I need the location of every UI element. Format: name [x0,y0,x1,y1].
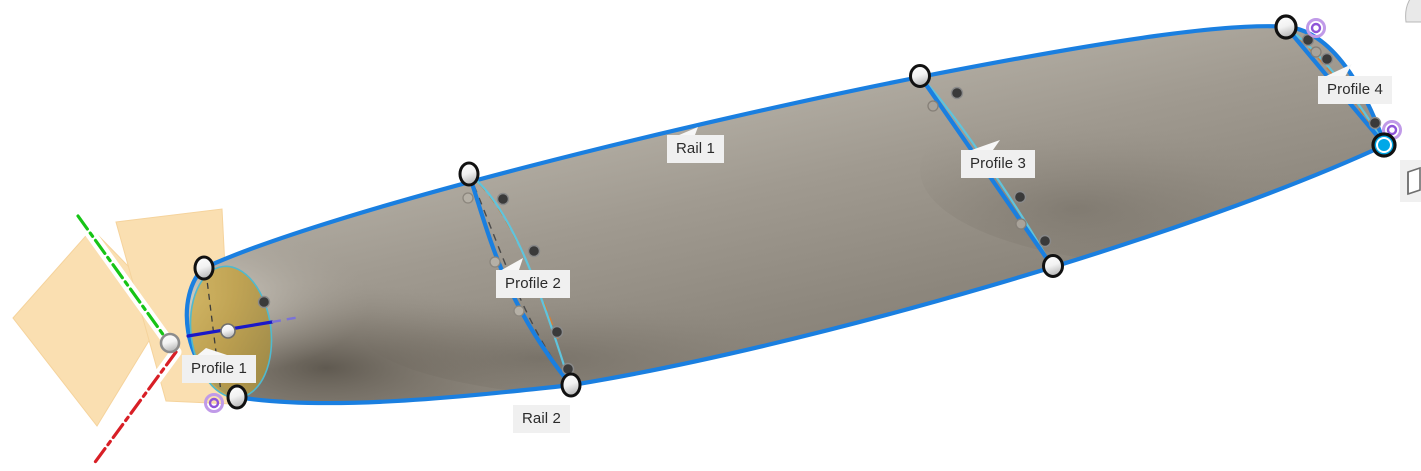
callout-profile-3[interactable]: Profile 3 [961,150,1035,178]
callout-rail-2[interactable]: Rail 2 [513,405,570,433]
plane-icon [1407,166,1421,196]
profile-2-control-point[interactable] [550,325,564,339]
profile-1-control-point[interactable] [257,295,271,309]
profile-3-control-point[interactable] [950,86,964,100]
profile-3-endpoint-bottom[interactable] [1042,254,1064,278]
origin-axes[interactable] [72,210,182,471]
profile-4-endpoint-top[interactable] [1274,14,1298,40]
profile-1-endpoint-bottom[interactable] [226,384,248,410]
profile-2-construction-dash [468,173,571,385]
callout-profile-1-text: Profile 1 [191,360,247,377]
callout-profile-3-text: Profile 3 [970,155,1026,172]
profile-3-control-point[interactable] [1038,234,1052,248]
coincident-constraint-icon[interactable] [204,393,224,413]
profile-3-ghost-point[interactable] [927,100,939,112]
callout-profile-2-text: Profile 2 [505,275,561,292]
profile-2-endpoint-top[interactable] [458,161,480,187]
viewcube-corner-icon[interactable] [1400,0,1421,30]
profile-2-ghost-point[interactable] [462,192,474,204]
profile-2-ghost-point[interactable] [489,256,501,268]
callout-rail-1[interactable]: Rail 1 [667,135,724,163]
plane-tooltip-icon[interactable] [1400,160,1421,202]
callout-profile-4[interactable]: Profile 4 [1318,76,1392,104]
profile-2-control-point[interactable] [527,244,541,258]
lofted-body[interactable] [150,26,1421,425]
profile-1-center-point[interactable] [220,323,236,339]
profile-4-selected-endpoint[interactable] [1371,132,1397,158]
profile-4-control-point[interactable] [1320,52,1334,66]
axis-green-line[interactable] [76,214,169,342]
profile-4-control-point[interactable] [1301,33,1315,47]
profile-2-ghost-point[interactable] [513,305,525,317]
callout-rail-2-text: Rail 2 [522,410,561,427]
rail-1-curve[interactable] [201,24,1292,271]
origin-point[interactable] [159,332,181,354]
profile-3-control-point[interactable] [1013,190,1027,204]
profile-2-control-point[interactable] [496,192,510,206]
profile-1-axis-extension-dash [271,315,301,324]
viewcube-corner-glyph [1405,0,1421,23]
coincident-constraint-icon[interactable] [1306,18,1326,38]
profile-3-endpoint-top[interactable] [909,64,931,88]
profile-4-control-point[interactable] [1368,116,1382,130]
callout-profile-1[interactable]: Profile 1 [182,355,256,383]
callout-profile-2[interactable]: Profile 2 [496,270,570,298]
profile-2-endpoint-bottom[interactable] [560,372,582,398]
profile-2-curve[interactable] [468,173,572,385]
callout-rail-1-text: Rail 1 [676,140,715,157]
rail-2-curve[interactable] [234,142,1388,406]
axis-red-line[interactable] [91,350,178,467]
profile-1-endpoint-top[interactable] [193,255,215,281]
profile-4-ghost-point[interactable] [1310,46,1322,58]
callout-profile-4-text: Profile 4 [1327,81,1383,98]
profile-3-ghost-point[interactable] [1015,218,1027,230]
